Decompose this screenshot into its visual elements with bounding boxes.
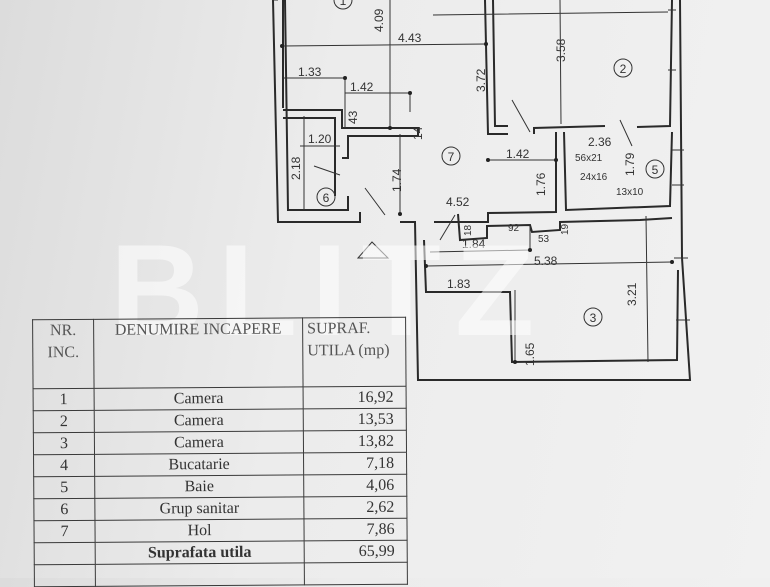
dimension-label: 1.33 [298,65,322,79]
cell-area: 7,18 [303,452,407,475]
cell-name: Camera [94,386,304,411]
cell-area: 7,86 [303,518,408,541]
dimension-label: 2.36 [588,135,612,149]
dimension-label: 1.65 [523,342,537,366]
dimension-label: 1.83 [447,277,471,291]
dimension-label: 1.20 [308,132,332,146]
cell-area: 4,06 [303,474,407,497]
dimension-label: 19 [560,223,571,235]
room-number-circle [583,307,603,327]
cell-nr: 1 [33,388,95,411]
cell-name: Camera [94,408,304,433]
cell-area: 13,53 [303,408,407,431]
header-nr: NR. INC. [32,319,95,389]
header-name: DENUMIRE INCAPERE [93,317,304,389]
room-number: 7 [448,150,455,164]
cell-nr: 7 [33,520,96,543]
dimension-label: 1.84 [462,237,486,251]
dimension-lines [280,0,674,364]
cell-nr: 4 [33,454,95,477]
dimension-label: 92 [508,223,520,234]
dimension-label: 5.38 [534,254,558,268]
cell-name: Baie [94,474,304,499]
dimension-label: 18 [463,224,474,236]
dimension-label: 1.76 [534,172,548,196]
dimension-label: 3.21 [625,282,639,306]
room-number-circle [333,0,353,10]
room-number: 6 [323,191,330,205]
room-number-circle [316,187,336,207]
room-number: 3 [590,311,597,325]
room-number: 2 [620,62,627,76]
dimension-label: 24x16 [580,172,608,183]
dimension-label: 2.18 [289,156,303,180]
room-number-circle [441,146,461,166]
dimension-label: 13x10 [616,187,644,198]
dimension-label: 3.72 [474,68,488,92]
dimension-label: 53 [538,234,550,245]
dimension-label: 4.43 [398,31,422,45]
dimension-label: 1.74 [390,168,404,192]
dimension-label: 1.79 [623,152,637,176]
dimension-label: 43 [346,110,360,124]
dimension-label: 1.42 [350,80,374,94]
dimension-label: 1.42 [506,147,530,161]
total-value: 65,99 [304,540,408,563]
cell-nr: 2 [33,410,95,433]
dimension-label: 56x21 [575,153,603,164]
cell-nr: 5 [33,476,95,499]
cell-nr: 3 [33,432,95,455]
room-table: NR. INC. DENUMIRE INCAPERE SUPRAF. UTILA… [32,317,408,587]
cell-name: Grup sanitar [94,496,304,521]
cell-area: 16,92 [303,386,407,409]
entrance-arrow-icon [356,241,390,259]
cell-area: 13,82 [303,430,407,453]
dimension-label: 3.58 [554,38,568,62]
dimension-label: 4.09 [372,8,386,32]
cell-area: 2,62 [303,496,407,519]
cell-name: Camera [94,430,304,455]
dimension-labels: 4.09 4.43 1.33 1.42 43 14 1.20 2.18 1.74 3.72 3.58… [289,0,665,366]
cell-name: Bucatarie [94,452,304,477]
room-number-circle [613,58,633,78]
dimension-label: 14 [411,126,425,140]
table-row-total: Suprafata utila 65,99 [34,540,408,565]
total-label: Suprafata utila [95,540,305,565]
header-area: SUPRAF. UTILA (mp) [302,317,407,387]
dimension-label: 4.52 [446,195,470,209]
room-number-circle [645,159,665,179]
table-header: NR. INC. DENUMIRE INCAPERE SUPRAF. UTILA… [32,317,407,389]
cell-nr: 6 [33,498,95,521]
room-number: 1 [340,0,347,8]
room-number: 5 [652,163,659,177]
cell-name: Hol [94,518,305,543]
